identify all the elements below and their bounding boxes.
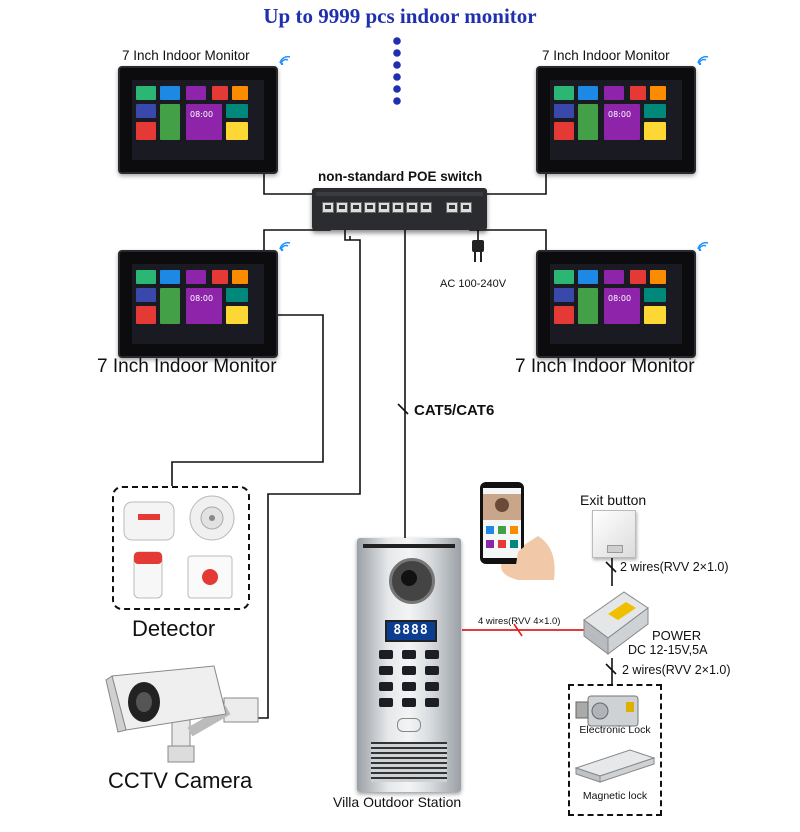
electronic-lock-label: Electronic Lock [579,724,651,736]
indoor-monitor-top-left: 08:00 [118,66,278,174]
detector-label: Detector [132,616,216,641]
wire-label-station: 4 wires(RVV 4×1.0) [478,616,561,627]
monitor-screen: 08:00 [550,80,682,160]
speaker-grille [371,742,447,782]
wire-top-left-monitor [263,168,312,195]
station-label: Villa Outdoor Station [333,794,462,810]
clock-display: 08:00 [608,294,632,303]
detector-group [112,486,250,610]
magnetic-lock-device [574,749,656,783]
power-supply [578,586,650,658]
smartphone-app [474,478,558,582]
wire-label-exit: 2 wires(RVV 2×1.0) [620,560,729,574]
wifi-icon [696,52,710,70]
monitor-screen: 08:00 [550,264,682,344]
exit-button-device [592,510,636,558]
monitor-label-mid-right: 7 Inch Indoor Monitor [515,356,695,377]
switch-label: non-standard POE switch [318,169,483,184]
wifi-icon [278,238,292,256]
electronic-lock-device [575,695,639,727]
wire-top-right-monitor [487,168,547,195]
page-title: Up to 9999 pcs indoor monitor [263,4,537,28]
cctv-camera [104,658,264,768]
magnetic-lock-label: Magnetic lock [582,790,648,802]
more-monitors-dots [392,36,402,108]
monitor-screen: 08:00 [132,80,264,160]
power-spec: DC 12-15V,5A [628,643,708,657]
wire-detector [171,314,324,486]
switch-power-label: AC 100-240V [440,278,507,290]
card-reader-icon [397,718,421,732]
monitor-label-top-left: 7 Inch Indoor Monitor [122,48,250,63]
station-display: 8888 [385,620,437,642]
power-title: POWER [652,628,702,643]
cctv-label: CCTV Camera [108,768,253,793]
cable-label: CAT5/CAT6 [414,402,495,419]
monitor-screen: 08:00 [132,264,264,344]
locks-group: Electronic Lock Magnetic lock [568,684,662,816]
monitor-label-mid-left: 7 Inch Indoor Monitor [97,356,277,377]
wire-label-locks: 2 wires(RVV 2×1.0) [622,663,731,677]
indoor-monitor-mid-left: 08:00 [118,250,278,358]
wifi-icon [278,52,292,70]
wifi-icon [696,238,710,256]
detector-devices [123,495,235,599]
wire-cctv [256,212,361,719]
clock-display: 08:00 [608,110,632,119]
clock-display: 08:00 [190,294,214,303]
clock-display: 08:00 [190,110,214,119]
indoor-monitor-top-right: 08:00 [536,66,696,174]
monitor-label-top-right: 7 Inch Indoor Monitor [542,48,670,63]
poe-switch [312,188,487,230]
indoor-monitor-mid-right: 08:00 [536,250,696,358]
outdoor-station: 8888 [357,538,461,792]
exit-button-label: Exit button [580,492,647,508]
